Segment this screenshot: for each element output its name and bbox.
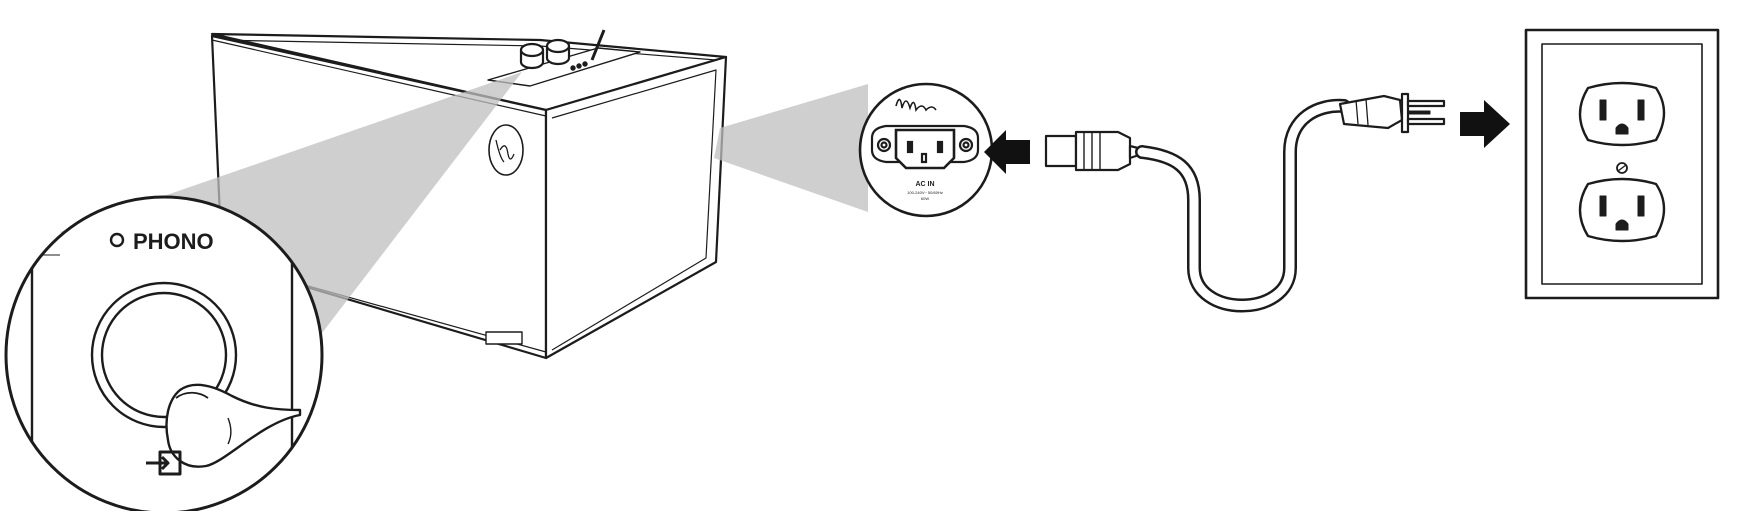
plug-in-arrow-icon	[1460, 100, 1510, 148]
plug-in-arrow-icon	[984, 130, 1030, 174]
wall-plug	[1338, 92, 1446, 134]
cabinet-right-face	[544, 55, 728, 360]
phono-label: PHONO	[133, 229, 214, 254]
phono-zoom-callout: PHONO	[4, 195, 324, 515]
power-zoom-beam	[714, 84, 868, 212]
ac-inlet-socket	[870, 124, 980, 170]
input-icon	[146, 450, 182, 476]
outlet-icon	[1524, 28, 1720, 300]
top-receptacle	[1578, 81, 1666, 147]
iec-connector	[1044, 134, 1078, 168]
ac-in-label: AC IN	[915, 181, 934, 188]
finger-pressing-icon	[165, 383, 302, 468]
power-cord	[1044, 92, 1446, 313]
phono-indicator-icon	[109, 232, 125, 248]
bottom-receptacle	[1578, 177, 1666, 243]
outlet-screw	[1616, 162, 1628, 174]
ac-in-zoom-callout: AC IN 100-240V~ 50/60Hz 60W	[858, 82, 994, 218]
ac-watts-label: 60W	[921, 196, 929, 201]
klipsch-logo-icon	[488, 124, 524, 176]
ac-rating-label: 100-240V~ 50/60Hz	[907, 190, 943, 195]
